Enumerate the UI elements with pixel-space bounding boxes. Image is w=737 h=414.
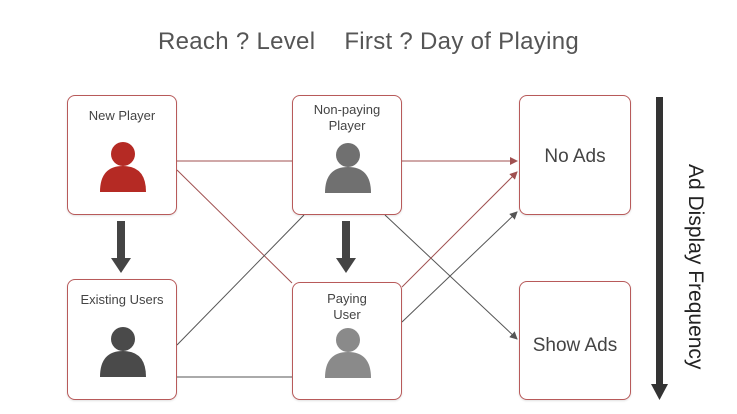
paying-user-box: Paying User <box>292 282 402 400</box>
line-existing-nonpaying <box>176 214 305 346</box>
show-ads-label: Show Ads <box>532 335 618 356</box>
person-icon <box>325 143 371 193</box>
line-paying-noads-dark <box>401 211 518 323</box>
title-right: First ? Day of Playing <box>344 28 579 55</box>
down-arrow-left <box>111 221 131 273</box>
existing-users-label: Existing Users <box>80 292 164 307</box>
down-arrow-middle <box>336 221 356 273</box>
no-ads-box: No Ads <box>519 95 631 215</box>
person-icon <box>100 327 146 377</box>
non-paying-player-box: Non-paying Player <box>292 95 402 215</box>
paying-user-label: Paying User <box>327 291 367 322</box>
person-icon <box>325 328 371 378</box>
show-ads-box: Show Ads <box>519 281 631 400</box>
line-paying-noads-red <box>401 171 518 288</box>
title-left: Reach ? Level <box>158 28 316 55</box>
new-player-label: New Player <box>88 108 156 123</box>
existing-users-box: Existing Users <box>67 279 177 400</box>
non-paying-player-label: Non-paying Player <box>313 102 381 133</box>
line-newplayer-paying <box>176 169 293 284</box>
new-player-box: New Player <box>67 95 177 215</box>
no-ads-label: No Ads <box>544 146 606 167</box>
diagram-title: Reach ? Level First ? Day of Playing <box>0 28 737 56</box>
frequency-arrow <box>651 97 668 400</box>
line-nonpaying-showads <box>384 214 518 340</box>
person-icon <box>100 142 146 192</box>
ad-display-frequency-label: Ad Display Frequency <box>684 164 707 370</box>
